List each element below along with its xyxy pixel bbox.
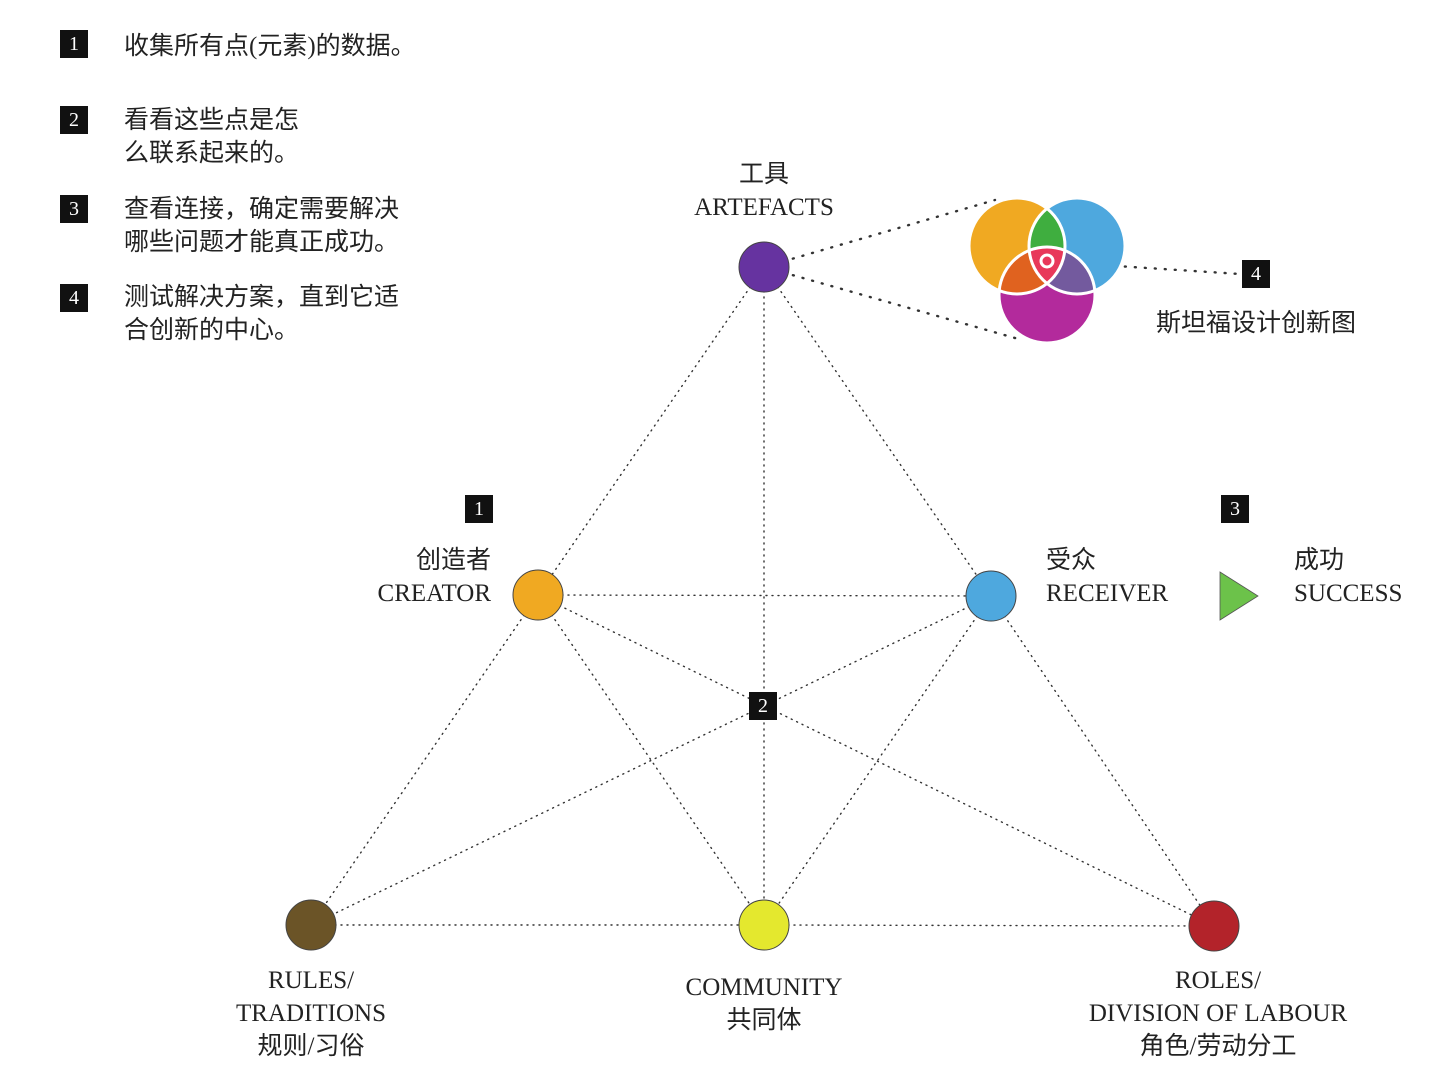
step-line: 收集所有点(元素)的数据。 <box>124 33 416 60</box>
venn-overlap-purple <box>1029 247 1095 294</box>
edge <box>763 924 1215 927</box>
edge <box>310 595 992 926</box>
venn-link <box>762 198 997 269</box>
edge <box>990 595 1215 927</box>
node-receiver[interactable] <box>965 570 1017 622</box>
en: CREATOR <box>377 580 491 607</box>
roles-label: ROLES/DIVISION OF LABOUR 角色/劳动分工 <box>1089 964 1347 1063</box>
node-roles[interactable] <box>1188 900 1240 952</box>
step-line: 查看连接，确定需要解决 <box>124 196 400 223</box>
zh: 成功 <box>1294 547 1345 574</box>
creator-label: 创造者 CREATOR <box>378 544 491 610</box>
en: DIVISION OF LABOUR <box>1088 1000 1348 1027</box>
step-badge-1: 1 <box>60 30 88 58</box>
step-3-text: 查看连接，确定需要解决哪些问题才能真正成功。 <box>124 193 454 259</box>
creator-badge: 1 <box>465 495 493 523</box>
en: RECEIVER <box>1046 580 1169 607</box>
en: SUCCESS <box>1294 580 1403 607</box>
en: TRADITIONS <box>236 1000 386 1027</box>
zh: 角色/劳动分工 <box>1139 1033 1297 1060</box>
zh: 规则/习俗 <box>257 1033 365 1060</box>
artefacts-label: 工具 ARTEFACTS <box>694 158 834 224</box>
step-line: 哪些问题才能真正成功。 <box>124 229 400 256</box>
zh: 共同体 <box>726 1007 802 1034</box>
success-badge: 3 <box>1221 495 1249 523</box>
success-label: 成功 SUCCESS <box>1294 544 1402 610</box>
connection-lines <box>310 198 1242 927</box>
step-1-text: 收集所有点(元素)的数据。 <box>124 30 454 63</box>
edge <box>537 594 1215 927</box>
venn-label: 斯坦福设计创新图 <box>1155 310 1357 337</box>
nodes <box>285 241 1240 952</box>
node-rules[interactable] <box>285 899 337 951</box>
zh: 受众 <box>1046 547 1097 574</box>
success-triangle-icon <box>1219 571 1259 621</box>
step-line: 合创新的中心。 <box>124 317 300 344</box>
edge <box>763 266 992 597</box>
step-badge-3: 3 <box>60 195 88 223</box>
en: COMMUNITY <box>685 974 843 1001</box>
en: RULES/ <box>267 967 355 994</box>
zh: 工具 <box>738 161 790 188</box>
node-artefacts[interactable] <box>738 241 790 293</box>
node-community[interactable] <box>738 899 790 951</box>
edge <box>537 594 765 926</box>
venn-overlap-orange <box>999 247 1065 294</box>
receiver-label: 受众 RECEIVER <box>1046 544 1168 610</box>
step-2-text: 看看这些点是怎么联系起来的。 <box>124 104 454 170</box>
edge <box>537 594 992 597</box>
step-4-text: 测试解决方案，直到它适合创新的中心。 <box>124 281 454 347</box>
step-badge-4: 4 <box>60 284 88 312</box>
stanford-venn-diagram <box>967 196 1127 345</box>
en: ARTEFACTS <box>694 194 834 221</box>
center-badge: 2 <box>749 692 777 720</box>
edge <box>763 595 992 926</box>
edge <box>310 594 539 926</box>
venn-center <box>1029 247 1065 294</box>
zh: 创造者 <box>415 547 491 574</box>
target-ring-icon <box>1039 253 1055 269</box>
edge <box>537 266 765 596</box>
node-creator[interactable] <box>512 569 564 621</box>
step-line: 测试解决方案，直到它适 <box>124 284 400 311</box>
en: ROLES/ <box>1174 967 1262 994</box>
community-label: COMMUNITY 共同体 <box>686 971 843 1037</box>
step-line: 看看这些点是怎 <box>124 107 300 134</box>
rules-label: RULES/TRADITIONS 规则/习俗 <box>236 964 386 1063</box>
venn-badge: 4 <box>1242 260 1270 288</box>
step-line: 么联系起来的。 <box>124 140 300 167</box>
step-badge-2: 2 <box>60 106 88 134</box>
